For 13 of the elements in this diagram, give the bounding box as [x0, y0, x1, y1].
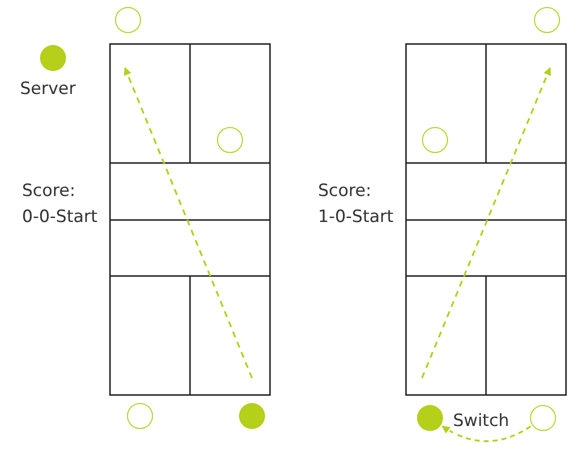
- player-marker: [422, 127, 448, 153]
- server-player-marker: [239, 403, 265, 429]
- score-label: Score: 0-0-Start: [22, 180, 98, 229]
- switch-arrow: [442, 426, 532, 442]
- player-marker: [534, 7, 560, 33]
- player-marker: [217, 127, 243, 153]
- server-player-marker: [417, 405, 443, 431]
- player-marker: [127, 403, 153, 429]
- player-marker: [115, 7, 141, 33]
- player-label: Server: [20, 78, 76, 101]
- server-player-marker: [40, 45, 66, 71]
- player-marker: [530, 405, 556, 431]
- score-label: Score: 1-0-Start: [318, 180, 394, 229]
